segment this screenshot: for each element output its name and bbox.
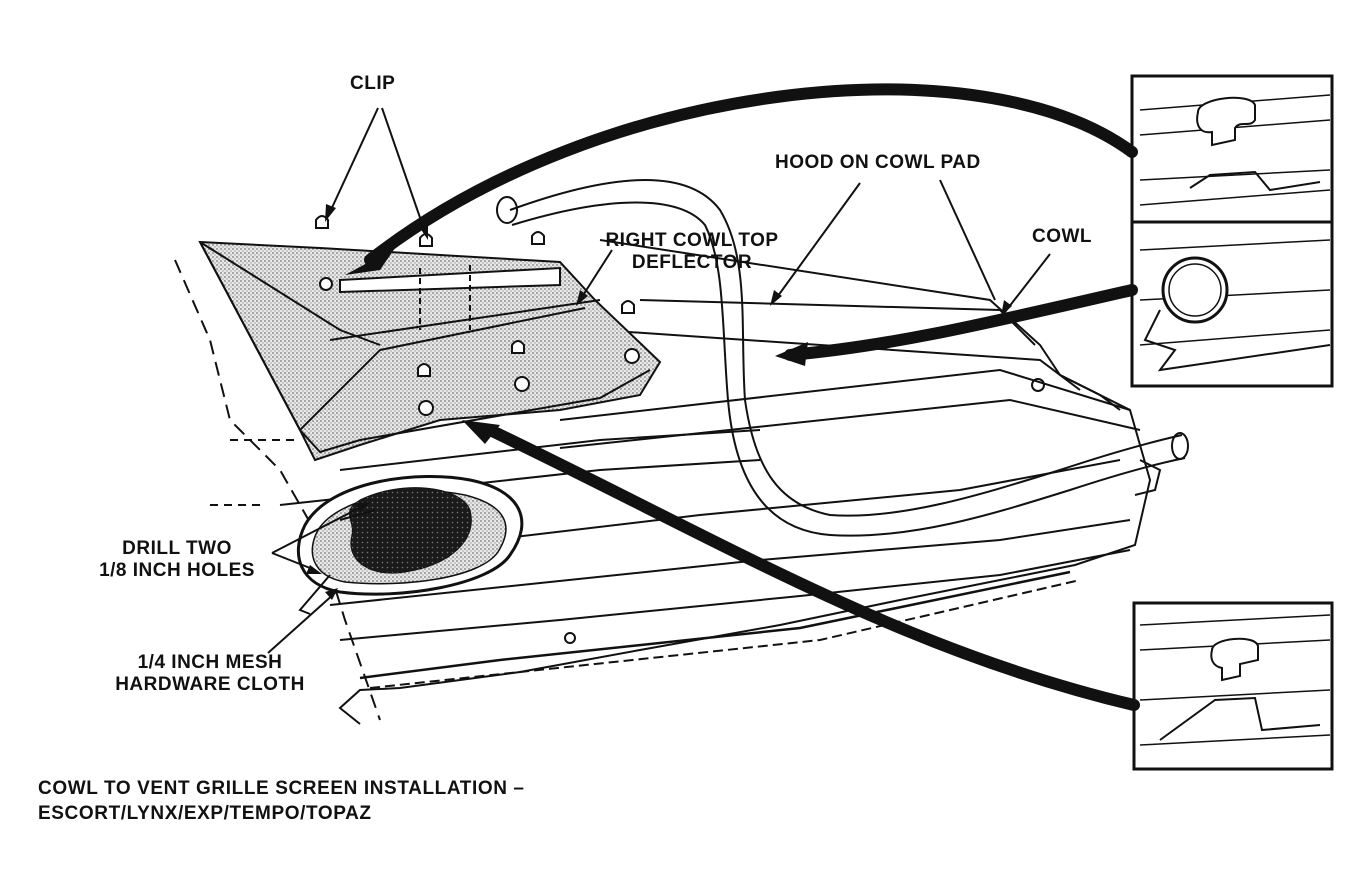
label-mesh-line2: HARDWARE CLOTH <box>115 674 305 695</box>
thin-arrowheads <box>306 204 1012 600</box>
hood-cowl-pad-tube <box>496 179 1189 537</box>
label-right-cowl-top-deflector: RIGHT COWL TOP DEFLECTOR <box>594 230 790 274</box>
figure-caption: COWL TO VENT GRILLE SCREEN INSTALLATION … <box>38 776 525 826</box>
detail-inset-bottom <box>1132 601 1334 771</box>
label-drill-line2: 1/8 INCH HOLES <box>99 560 255 581</box>
label-drill-holes: DRILL TWO 1/8 INCH HOLES <box>82 538 272 582</box>
clip-fasteners <box>315 215 640 416</box>
caption-line2: ESCORT/LYNX/EXP/TEMPO/TOPAZ <box>38 803 372 824</box>
label-right-cowl-top-line1: RIGHT COWL TOP <box>605 230 779 251</box>
heavy-leaders <box>364 83 1140 711</box>
label-mesh-line1: 1/4 INCH MESH <box>137 652 283 673</box>
detail-inset-top <box>1130 74 1334 388</box>
vent-opening <box>296 474 524 615</box>
label-hardware-cloth: 1/4 INCH MESH HARDWARE CLOTH <box>85 652 335 696</box>
right-cowl-top-deflector <box>198 240 662 462</box>
label-right-cowl-top-line2: DEFLECTOR <box>631 252 753 273</box>
label-drill-line1: DRILL TWO <box>122 538 232 559</box>
hardware-cloth-mesh <box>348 487 472 574</box>
thin-leaders <box>267 107 1051 654</box>
caption-line1: COWL TO VENT GRILLE SCREEN INSTALLATION … <box>38 778 525 799</box>
cowl-panel <box>174 239 1162 725</box>
label-hood-on-cowl-pad: HOOD ON COWL PAD <box>775 152 981 173</box>
label-clip: CLIP <box>350 73 396 94</box>
label-cowl: COWL <box>1032 226 1093 247</box>
heavy-arrowheads <box>345 248 808 444</box>
